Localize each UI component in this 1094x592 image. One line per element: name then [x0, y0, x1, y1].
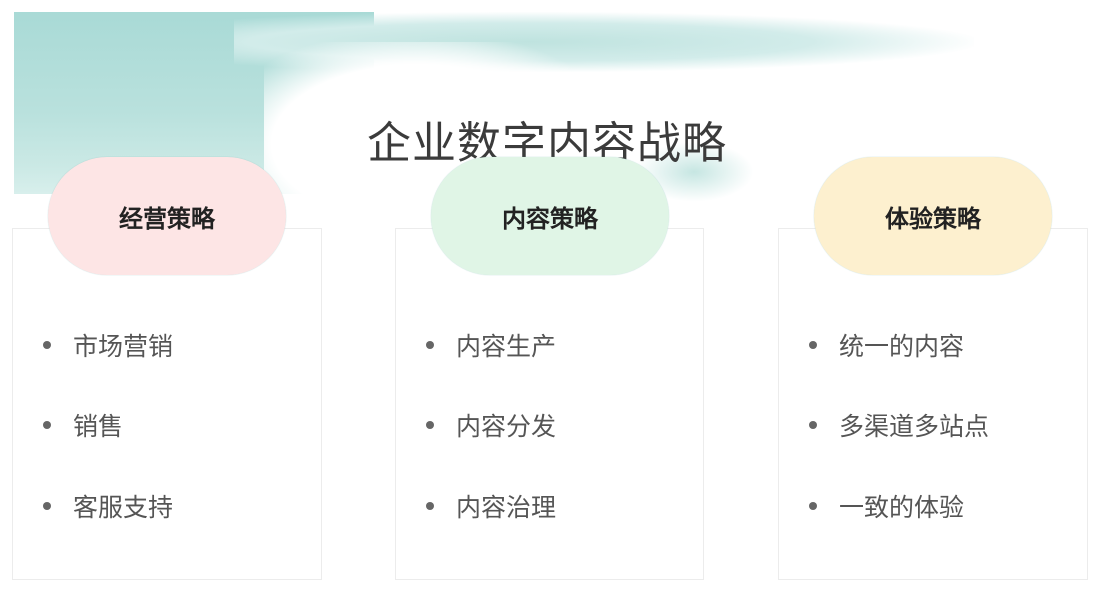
item-label: 内容分发: [456, 412, 557, 441]
list-item: 客服支持: [43, 488, 173, 524]
pill-label: 经营策略: [119, 204, 215, 233]
bullet-icon: [809, 502, 817, 510]
bullet-icon: [426, 421, 434, 429]
item-label: 统一的内容: [839, 332, 965, 361]
bullet-icon: [43, 421, 51, 429]
card-experience: 统一的内容 多渠道多站点 一致的体验: [778, 228, 1088, 580]
pill-label: 体验策略: [885, 204, 981, 233]
list-item: 销售: [43, 407, 123, 443]
card-operations: 市场营销 销售 客服支持: [12, 228, 322, 580]
bullet-icon: [43, 341, 51, 349]
list-item: 统一的内容: [809, 327, 964, 363]
heading-pill-content: 内容策略: [431, 157, 669, 275]
item-label: 多渠道多站点: [839, 412, 990, 441]
heading-pill-operations: 经营策略: [48, 157, 286, 275]
list-item: 内容生产: [426, 327, 556, 363]
list-item: 多渠道多站点: [809, 407, 989, 443]
list-item: 市场营销: [43, 327, 173, 363]
item-label: 客服支持: [73, 493, 174, 522]
item-label: 市场营销: [73, 332, 174, 361]
bullet-icon: [426, 341, 434, 349]
item-label: 内容生产: [456, 332, 557, 361]
item-label: 销售: [73, 412, 124, 441]
item-label: 一致的体验: [839, 493, 965, 522]
list-item: 内容治理: [426, 488, 556, 524]
list-item: 内容分发: [426, 407, 556, 443]
pill-label: 内容策略: [502, 204, 598, 233]
card-content: 内容生产 内容分发 内容治理: [395, 228, 704, 580]
bullet-icon: [809, 421, 817, 429]
list-item: 一致的体验: [809, 488, 964, 524]
heading-pill-experience: 体验策略: [814, 157, 1052, 275]
bullet-icon: [43, 502, 51, 510]
bullet-icon: [426, 502, 434, 510]
bullet-icon: [809, 341, 817, 349]
item-label: 内容治理: [456, 493, 557, 522]
